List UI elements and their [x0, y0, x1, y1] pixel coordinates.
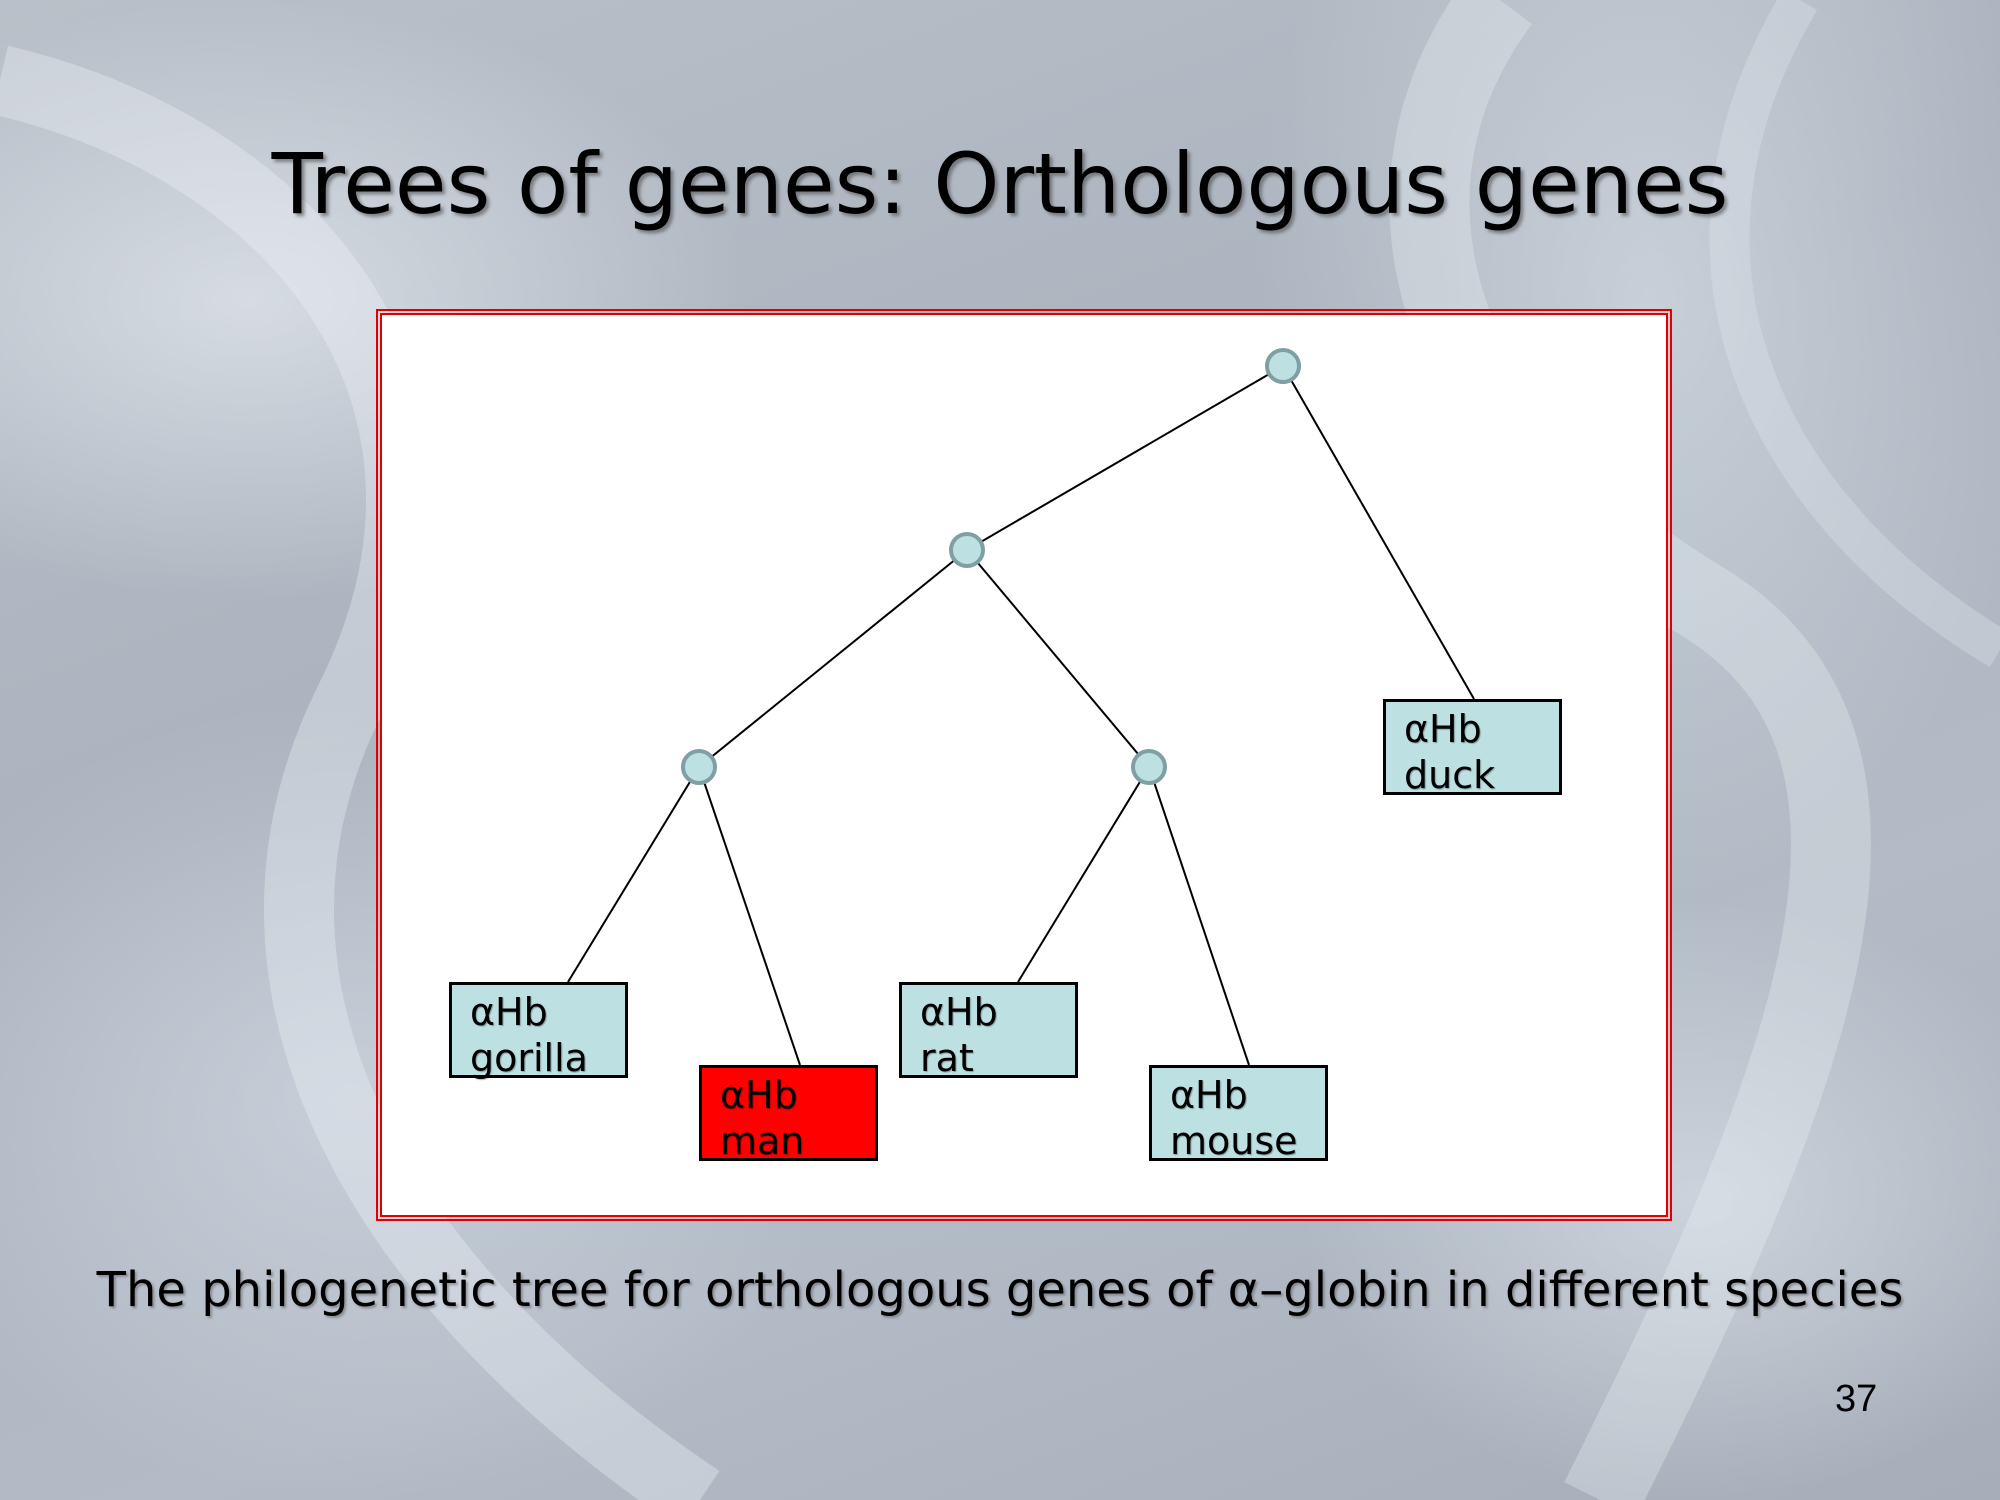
leaf-species: rat	[920, 1036, 974, 1080]
edge-inner-rodents	[966, 549, 1150, 768]
edge-root-inner	[966, 365, 1284, 551]
leaf-rat: αHb rat	[899, 982, 1078, 1080]
rodent-node	[1131, 749, 1167, 785]
slide-caption: The philogenetic tree for orthologous ge…	[96, 1262, 1904, 1318]
edge-inner-primates	[698, 549, 968, 768]
leaf-duck: αHb duck	[1383, 699, 1562, 797]
leaf-gorilla: αHb gorilla	[449, 982, 628, 1080]
edge-gorilla	[567, 766, 700, 983]
leaf-species: mouse	[1170, 1119, 1298, 1163]
leaf-gene: αHb	[920, 990, 998, 1034]
edge-man	[698, 766, 801, 1066]
edge-root-duck	[1282, 365, 1475, 700]
leaf-species: duck	[1404, 753, 1496, 797]
slide-title: Trees of genes: Orthologous genes	[271, 135, 1729, 233]
leaf-species: gorilla	[470, 1036, 588, 1080]
primate-node	[681, 749, 717, 785]
edge-mouse	[1148, 766, 1250, 1066]
leaf-gene: αHb	[1404, 707, 1482, 751]
leaf-gene: αHb	[1170, 1073, 1248, 1117]
leaf-mouse: αHb mouse	[1149, 1065, 1328, 1163]
root-node	[1265, 348, 1301, 384]
page-number: 37	[1835, 1378, 1878, 1420]
mammal-node	[949, 532, 985, 568]
edge-rat	[1017, 766, 1150, 983]
leaf-gene: αHb	[720, 1073, 798, 1117]
leaf-man: αHb man	[699, 1065, 878, 1163]
leaf-species: man	[720, 1119, 805, 1163]
leaf-gene: αHb	[470, 990, 548, 1034]
